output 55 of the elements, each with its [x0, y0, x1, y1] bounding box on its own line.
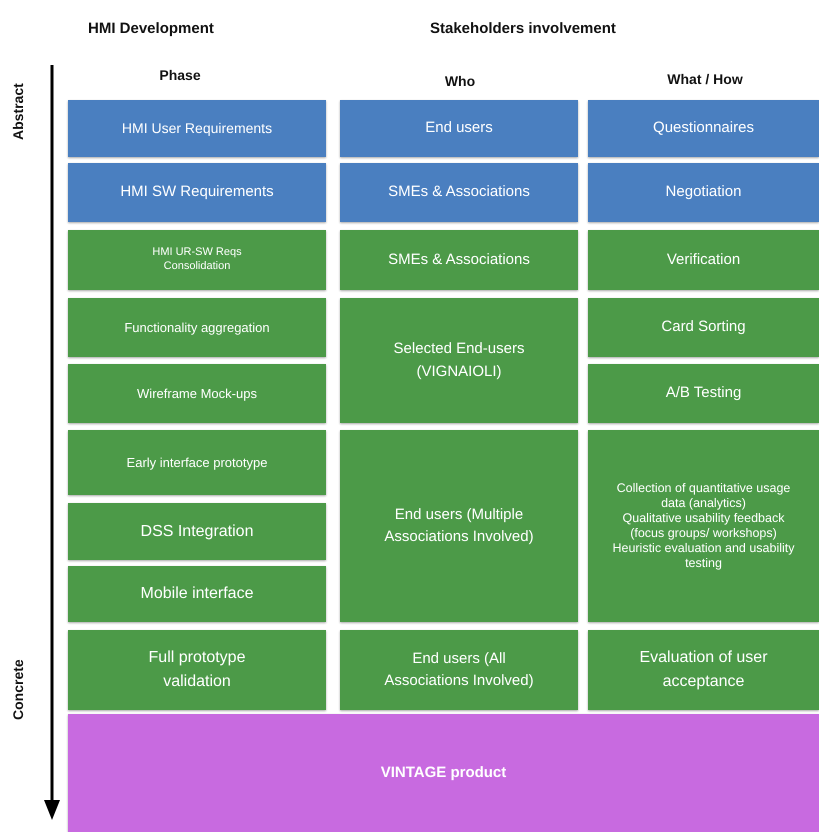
phase-box [588, 430, 819, 622]
phase-box [340, 430, 578, 622]
box-text: Questionnaires [653, 118, 754, 138]
product-band [68, 714, 819, 832]
phase-box [68, 364, 326, 423]
phase-box [68, 630, 326, 710]
requirement-box [68, 163, 326, 222]
box-text: A/B Testing [666, 383, 742, 404]
phase-box [68, 298, 326, 357]
column-heading: Who [444, 72, 476, 91]
requirement-box [588, 100, 819, 157]
box-text: HMI SW Requirements [120, 182, 274, 202]
box-text: Card Sorting [661, 317, 746, 338]
requirement-box [68, 100, 326, 157]
box-text: End users [425, 118, 493, 138]
box-text: SMEs & Associations [388, 182, 530, 202]
box-text: Selected End-users (VIGNAIOLI) [392, 339, 526, 382]
box-text: Collection of quantitative usage data (analytics) [616, 481, 792, 511]
section-heading: HMI Development [88, 19, 215, 39]
box-text: End users (Multiple Associations Involved) [383, 504, 535, 547]
axis-label: Abstract [9, 82, 27, 140]
phase-box [588, 230, 819, 290]
box-text: Early interface prototype [126, 454, 268, 472]
requirement-box [340, 163, 578, 222]
requirement-box [340, 100, 578, 157]
box-text: Functionality aggregation [124, 318, 270, 337]
phase-box [340, 630, 578, 710]
axis-label: Concrete [9, 658, 27, 720]
phase-box [68, 430, 326, 495]
requirement-box [588, 163, 819, 222]
box-text: Wireframe Mock-ups [137, 384, 257, 403]
box-text: Verification [666, 250, 740, 270]
box-text: DSS Integration [140, 522, 254, 542]
column-heading: What / How [666, 70, 744, 89]
phase-box [68, 503, 326, 560]
box-text: End users (All Associations Involved) [383, 648, 535, 691]
box-text: Qualitative usability feedback (focus groups/ workshops) [622, 511, 786, 541]
phase-box [68, 230, 326, 290]
box-text: Mobile interface [140, 584, 254, 604]
box-text: Heuristic evaluation and usability testing [611, 541, 796, 571]
phase-box [588, 630, 819, 710]
box-text: HMI User Requirements [122, 119, 272, 138]
column-heading: Phase [158, 66, 202, 85]
box-text: HMI UR-SW Reqs Consolidation [151, 246, 243, 274]
box-text: Full prototype validation [148, 648, 246, 692]
box-text: SMEs & Associations [388, 250, 530, 270]
section-heading: Stakeholders involvement [430, 19, 617, 39]
phase-box [68, 566, 326, 622]
phase-box [588, 298, 819, 357]
box-text: VINTAGE product [380, 762, 506, 783]
box-text: Negotiation [666, 182, 742, 202]
phase-box [588, 364, 819, 423]
phase-box [340, 298, 578, 423]
phase-box [340, 230, 578, 290]
box-text: Evaluation of user acceptance [638, 648, 769, 692]
